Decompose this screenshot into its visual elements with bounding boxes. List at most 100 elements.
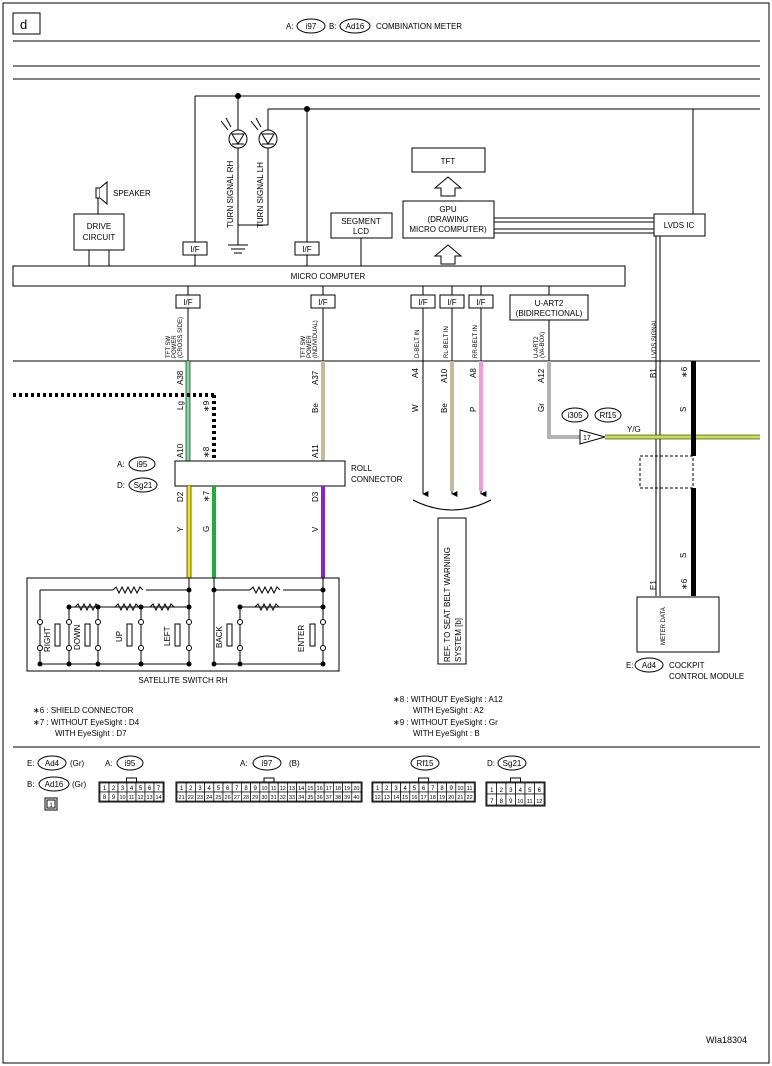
i97-pin-label: 20 [353, 786, 359, 792]
note: ∗8 : WITHOUT EyeSight : A12 [393, 695, 503, 704]
pin-label: A10 [440, 368, 449, 383]
pin-label: ∗8 [202, 446, 211, 458]
wire-yg [605, 435, 760, 439]
gpu-label: MICRO COMPUTER) [409, 225, 487, 234]
wire-green [212, 486, 216, 578]
i97-pin-label: 33 [289, 795, 295, 801]
i95-pin-label: 6 [148, 786, 152, 792]
wire-color-label: ∗9 [202, 400, 211, 412]
wire-color-label: Be [311, 403, 320, 413]
roll-d-prefix: D: [117, 481, 125, 490]
i95-latch [126, 777, 137, 783]
header-a-oval [296, 18, 326, 34]
turn-lh-label: TURN SIGNAL LH [256, 162, 265, 228]
i97-pin-label: 25 [215, 795, 221, 801]
if-label: I/F [183, 298, 192, 307]
conn-a2-prefix: A: [240, 759, 248, 768]
switch-label: RIGHT [43, 627, 52, 652]
i97-pin-label: 39 [344, 795, 350, 801]
i97-pin-label: 22 [188, 795, 194, 801]
splice-oval [561, 407, 589, 423]
up-arrow-icon [433, 176, 463, 197]
conn-e-oval [37, 755, 67, 771]
i97-pin-label: 19 [344, 786, 350, 792]
pin-label: A10 [176, 443, 185, 458]
pin-label: D2 [176, 491, 185, 502]
sg21-pin-label: 7 [490, 799, 494, 805]
rf15-pin-label: 10 [457, 786, 463, 792]
header-b-connector: Ad16 [346, 22, 365, 31]
wire-color-label: Be [440, 403, 449, 413]
wire-color-label: P [469, 407, 478, 412]
i97-pin-label: 23 [197, 795, 203, 801]
roll-connector-label: CONNECTOR [351, 475, 403, 484]
rf15-pin-label: 18 [430, 795, 436, 801]
i97-pin-label: 24 [206, 795, 212, 801]
switch-label: DOWN [73, 624, 82, 650]
if-label: I/F [418, 298, 427, 307]
i97-latch [263, 777, 275, 783]
switch-label: LEFT [163, 626, 172, 646]
bracket [412, 499, 492, 511]
lvds-box [653, 213, 706, 237]
i97-pin-label: 9 [254, 786, 258, 792]
conn-b-color: (Gr) [72, 780, 87, 789]
rf15-pin-label: 14 [393, 795, 399, 801]
cockpit-connector: Ad4 [642, 661, 657, 670]
cockpit-module-box [636, 596, 720, 653]
rf15-latch [418, 777, 430, 783]
i97-pin-label: 36 [317, 795, 323, 801]
uart-box [509, 294, 589, 321]
i97-pin-label: 5 [217, 786, 221, 792]
signal-label: U-ART2 [534, 336, 540, 358]
sg21-pin-label: 2 [500, 788, 504, 794]
wire-color-label: Lg [176, 401, 185, 410]
pin-label: A11 [311, 444, 320, 458]
note: WITH EyeSight : A2 [413, 706, 484, 715]
rf15-pin-label: 17 [421, 795, 427, 801]
rf15-pin-label: 11 [467, 786, 473, 792]
conn-b-pin-inner [46, 799, 56, 809]
gpu-label: GPU [439, 205, 457, 214]
wire-pink [479, 361, 483, 491]
rf15-pin-label: 15 [402, 795, 408, 801]
header-b-oval [339, 18, 371, 34]
diode-icon [261, 133, 275, 145]
sg21-pin-label: 3 [509, 788, 513, 794]
page-tag: d [20, 17, 27, 32]
if-label: I/F [302, 245, 311, 254]
i97-pin-label: 27 [234, 795, 240, 801]
drive-circuit-box [73, 213, 125, 251]
conn-d-prefix: D: [487, 759, 495, 768]
signal-label: POWER [307, 335, 313, 358]
satellite-junctions [37, 587, 326, 667]
roll-d-connector: Sg21 [134, 481, 153, 490]
signal-label: RL-BELT IN [444, 326, 450, 358]
junction [304, 106, 310, 112]
sg21-pin-label: 4 [519, 788, 523, 794]
tft-label: TFT [441, 157, 456, 166]
wire-be [321, 361, 325, 461]
i95-pin-label: 8 [103, 795, 107, 801]
tft-box [411, 147, 486, 173]
i95-pin-label: 13 [146, 795, 152, 801]
wire-violet [321, 486, 325, 578]
conn-a2-oval [252, 755, 282, 771]
rf15-pin-label: 22 [467, 795, 473, 801]
wire-color-label: G [202, 526, 211, 532]
rf15-pin-label: 20 [448, 795, 454, 801]
if-label: I/F [476, 298, 485, 307]
wire-gray [547, 435, 580, 439]
sg21-pin-label: 8 [500, 799, 504, 805]
i97-pin-label: 11 [271, 786, 277, 792]
i97-pin-label: 4 [208, 786, 212, 792]
satellite-nodes [37, 619, 326, 651]
gpu-label: (DRAWING [427, 215, 468, 224]
shield-connector-box [639, 455, 694, 489]
roll-connector-box [174, 460, 346, 487]
drive-circuit-label: DRIVE [87, 222, 111, 231]
wire-color-label: V [311, 526, 320, 532]
signal-label: D-BELT IN [415, 330, 421, 358]
